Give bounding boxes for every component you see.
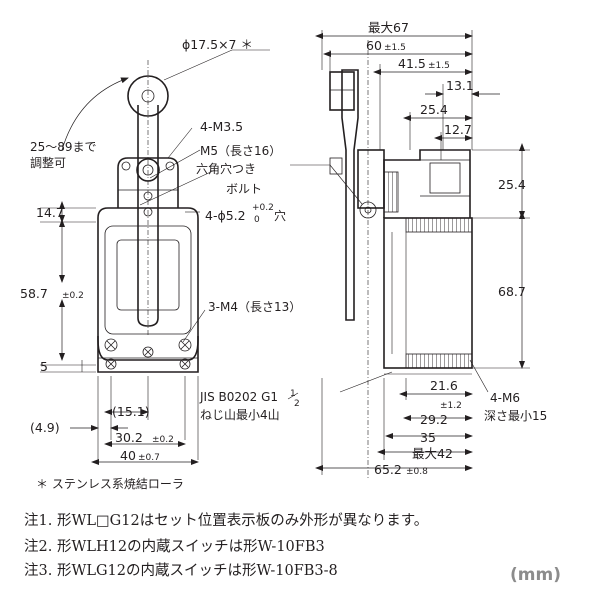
dim-40-tol: ±0.7 [138,453,160,463]
dim-21-6: 21.6 [430,378,458,393]
dim-58-7: 58.7 [20,286,48,301]
bolt-label: ボルト [226,182,262,196]
dim-29-2-tol: ±1.2 [440,401,462,411]
dim-41-5-tol: ±1.5 [428,61,450,71]
front-lever-arm [137,105,159,327]
m6-depth-label: 深さ最小15 [484,409,547,423]
front-roller [127,75,169,117]
side-body [383,217,473,369]
unit-label: (mm) [510,565,561,585]
jis-thread-label: JIS B0202 G1 [199,390,278,404]
dim-5: 5 [40,359,48,374]
dim-12-7: 12.7 [444,122,472,137]
dim-max-42: 最大42 [412,446,453,461]
side-dimensions [290,30,530,475]
hole-suffix: 穴 [274,208,286,223]
front-head-screw-right [165,161,175,171]
hex-socket-label: 六角穴つき [196,161,256,176]
jis-fraction-num: 1 [290,389,296,399]
dim-25-4-top: 25.4 [420,102,448,117]
angle-range-label: 25～89まで [30,140,97,154]
side-roller [329,71,355,111]
note-3: 注3. 形WLG12の内蔵スイッチは形W-10FB3-8 [24,562,338,579]
hole-tol-upper: +0.2 [252,203,274,213]
hole-label: 4-ϕ5.2 [205,208,246,223]
front-bottom-plate [97,336,199,373]
jis-fraction-den: 2 [294,399,300,409]
front-swing-arc [61,77,129,151]
dim-60-tol: ±1.5 [384,43,406,53]
dim-40: 40 [120,448,136,463]
m6-label: 4-M6 [490,391,520,405]
front-screws [104,338,192,370]
dim-68-7: 68.7 [498,284,526,299]
note-1: 注1. 形WL□G12はセット位置表示板のみ外形が異なります。 [24,511,428,529]
note-2: 注2. 形WLH12の内蔵スイッチは形W-10FB3 [24,538,325,555]
front-labels: ϕ17.5×7 ＊ 25～89まで 調整可 4-M3.5 M5（長さ16） 六角… [20,37,301,463]
dim-30-2-tol: ±0.2 [152,435,174,445]
dim-13-1: 13.1 [446,78,474,93]
hole-tol-lower: 0 [254,215,260,225]
dim-25-4-right: 25.4 [498,177,526,192]
front-view [61,60,199,373]
front-roller-axle [141,89,155,103]
dim-30-2: 30.2 [115,430,143,445]
side-view [329,40,473,480]
front-dimensions [40,49,270,465]
side-body-top-hatch [405,217,473,233]
angle-adjust-label: 調整可 [30,155,66,170]
roller-size-label: ϕ17.5×7 ＊ [182,37,253,52]
front-lever-hub [136,158,160,182]
dim-4-9: (4.9) [30,420,60,435]
dim-15-1: (15.1) [112,404,150,419]
m35-label: 4-M3.5 [200,119,243,134]
dim-41-5: 41.5 [398,56,426,71]
dim-14-7: 14.7 [36,205,64,220]
m4-label: 3-M4（長さ13） [208,300,301,314]
dim-58-7-tol: ±0.2 [62,291,84,301]
side-labels: 最大67 60 ±1.5 41.5 ±1.5 13.1 25.4 12.7 25… [199,20,547,477]
side-body-bottom-hatch [405,353,473,369]
notes-block: ＊ ステンレス系焼結ローラ 注1. 形WL□G12はセット位置表示板のみ外形が異… [24,477,561,585]
dim-65-2-tol: ±0.8 [406,467,428,477]
jis-thread-min: ねじ山最小4山 [200,408,280,422]
dim-29-2: 29.2 [420,412,448,427]
side-lever [341,69,359,321]
dim-65-2: 65.2 [374,462,402,477]
footnote-roller: ＊ ステンレス系焼結ローラ [36,477,184,491]
front-head-screw-left [121,161,131,171]
m5-label: M5（長さ16） [200,144,281,158]
dim-35: 35 [420,430,436,445]
dim-max-67: 最大67 [368,20,409,35]
dim-60: 60 [366,38,382,53]
